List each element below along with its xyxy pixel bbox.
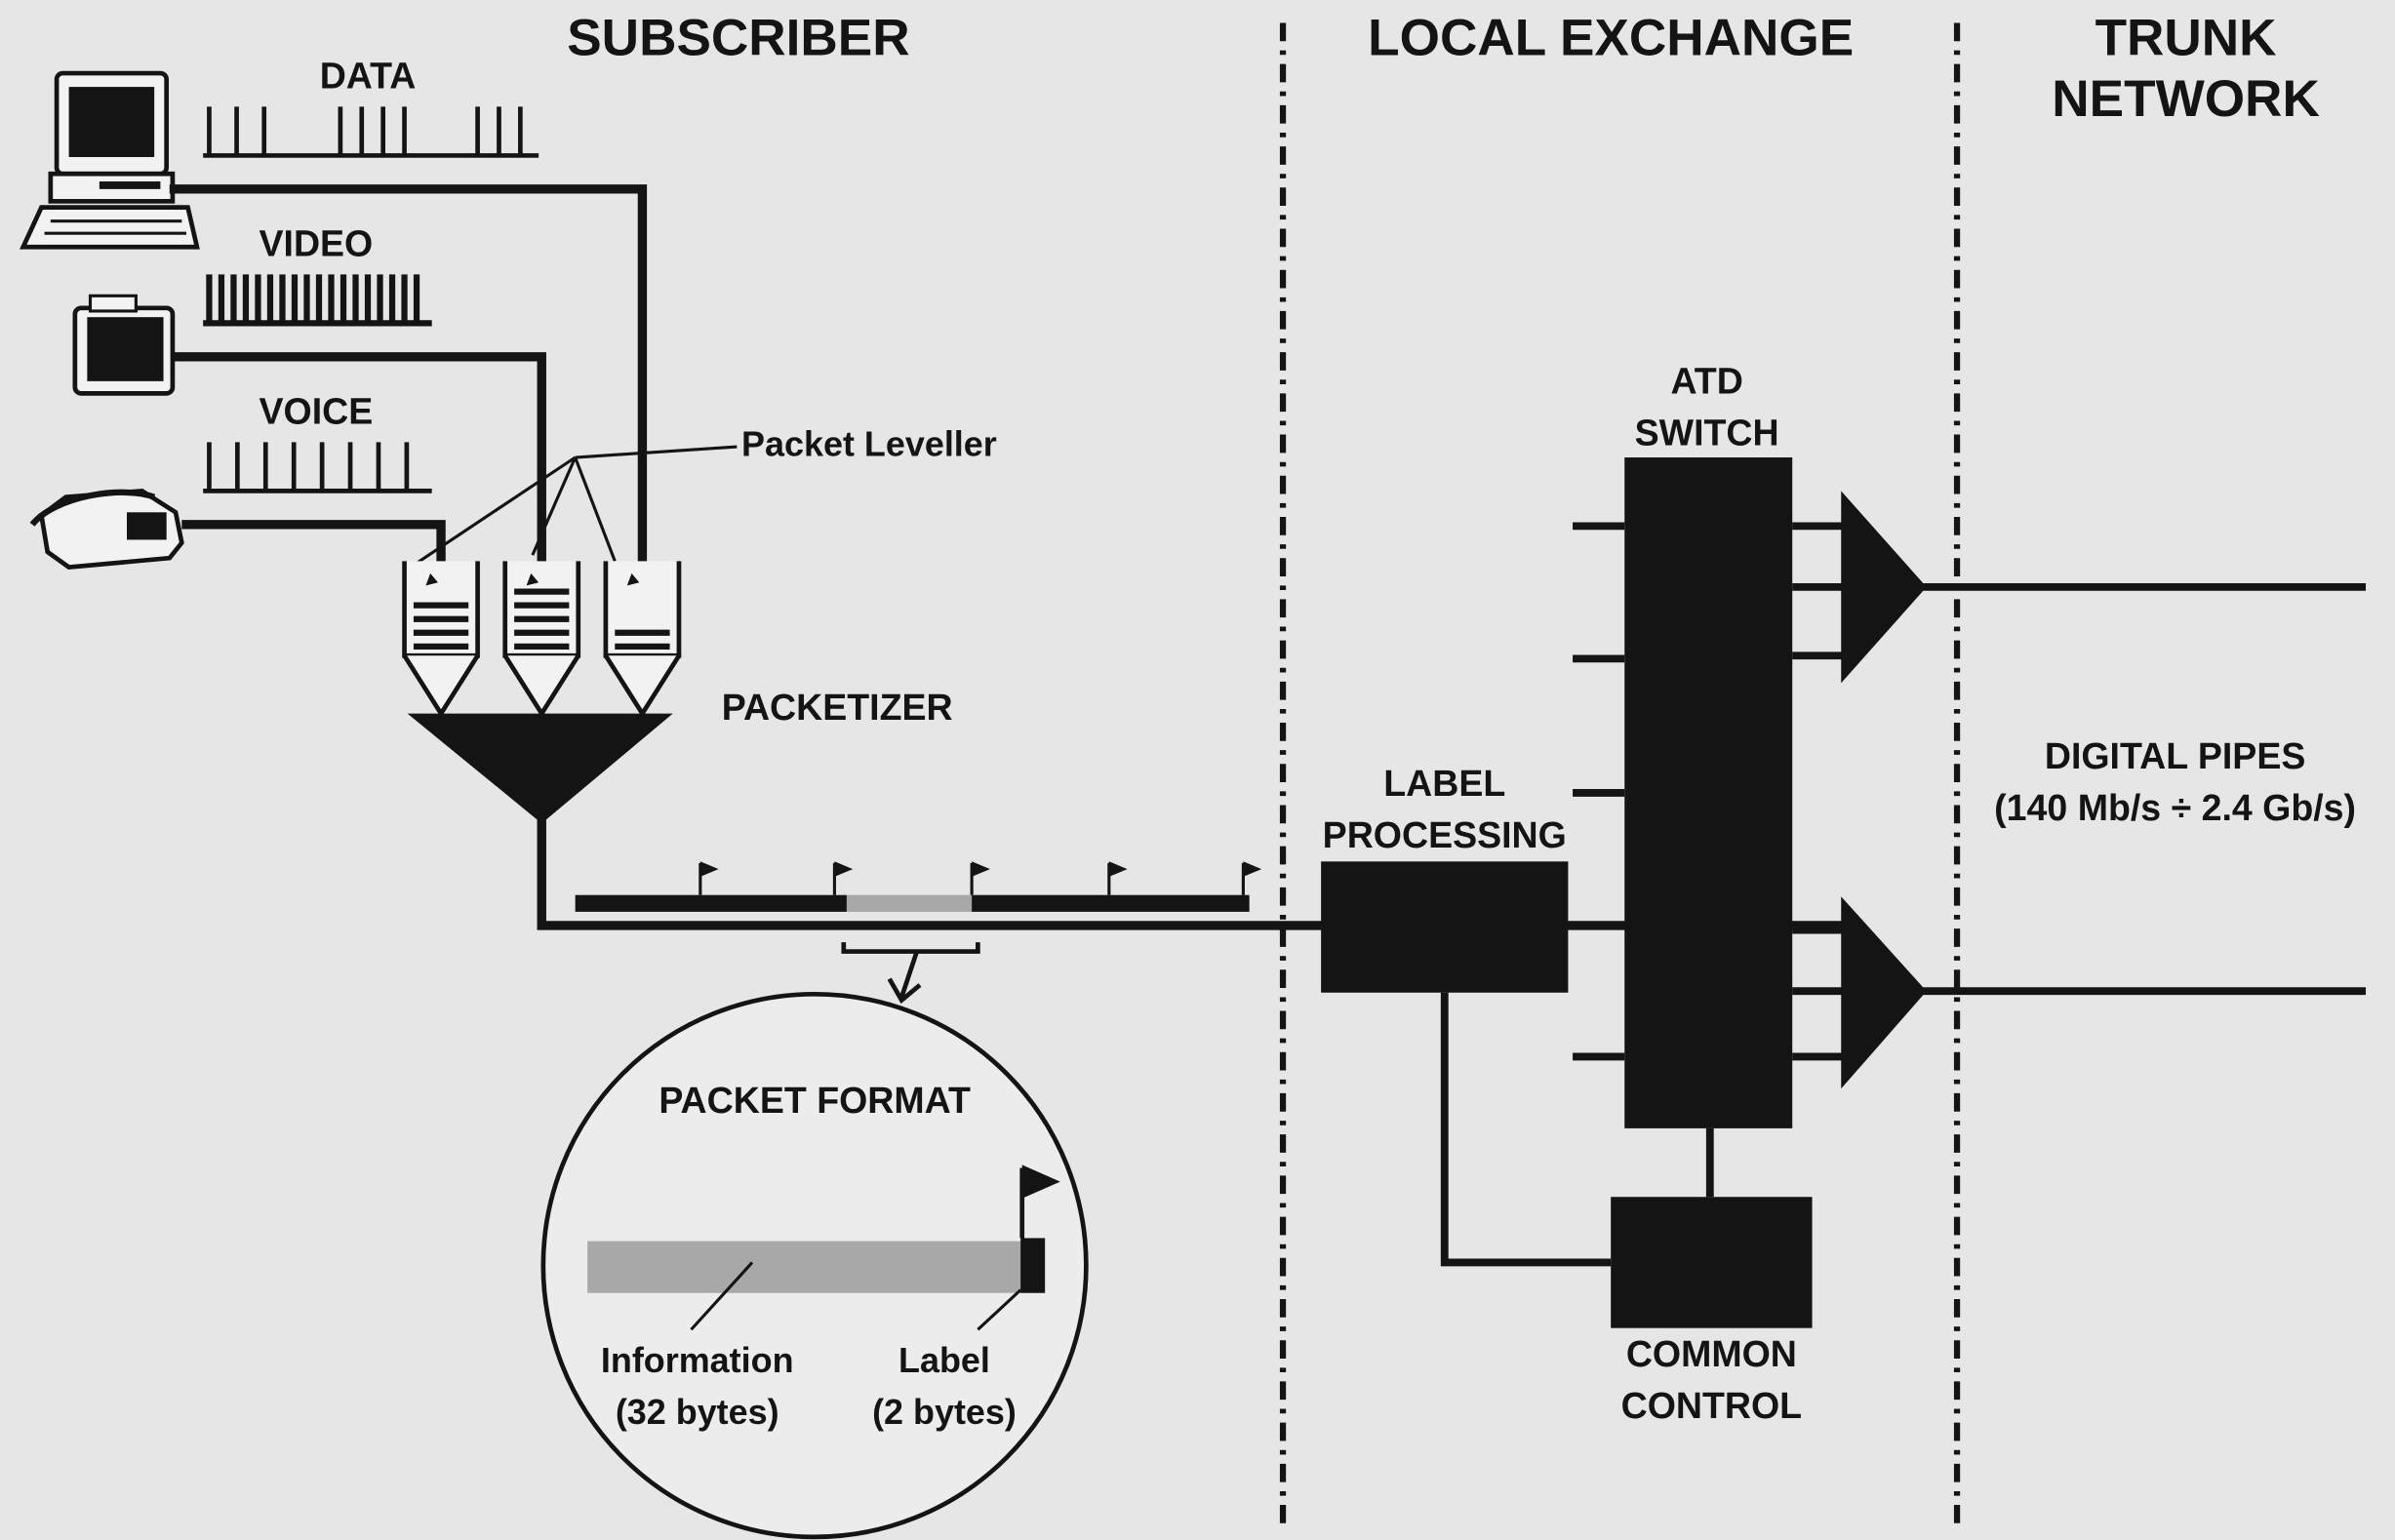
packet-leveller-pointers <box>409 445 738 569</box>
packet-flag-icon <box>1107 861 1128 895</box>
buffer <box>402 561 480 719</box>
switch-input-lines <box>1573 522 1625 1061</box>
switch-output-lines <box>1792 522 1851 1061</box>
video-line <box>172 352 546 568</box>
voice-waveform <box>203 442 432 494</box>
buffer-arrow <box>526 573 539 586</box>
header-trunk-line2: NETWORK <box>2052 70 2320 128</box>
header-local-exchange: LOCAL EXCHANGE <box>1368 9 1854 66</box>
packet-stream <box>575 894 1250 912</box>
video-waveform <box>203 274 432 327</box>
atd-switch-block <box>1624 457 1793 1128</box>
buffer-arrow <box>425 573 438 586</box>
buffer <box>502 561 581 719</box>
data-line <box>169 184 648 568</box>
information-size: (32 bytes) <box>616 1392 779 1432</box>
common-control-label-2: CONTROL <box>1621 1385 1802 1426</box>
voice-label: VOICE <box>259 391 373 432</box>
data-waveform <box>203 106 539 158</box>
information-label: Information <box>601 1340 794 1380</box>
packet-leveller-buffers <box>402 561 682 719</box>
multiplexer-lower <box>1841 896 1927 1089</box>
common-control-block <box>1611 1197 1813 1328</box>
packet-flag-icon <box>699 861 719 895</box>
data-label: DATA <box>320 56 417 97</box>
atd-switch-label-2: SWITCH <box>1635 413 1779 454</box>
computer-icon <box>20 70 200 250</box>
packetizer <box>407 713 673 824</box>
buffer-funnel <box>502 653 580 719</box>
packet-flags <box>699 861 1262 895</box>
zoom-bracket <box>841 942 980 1005</box>
digital-pipes-rate: (140 Mb/s ÷ 2.4 Gb/s) <box>1994 787 2356 828</box>
packetizer-label: PACKETIZER <box>722 687 953 728</box>
information-field <box>587 1241 1024 1293</box>
packet-leveller-label: Packet Leveller <box>741 423 997 463</box>
buffer <box>603 561 682 719</box>
packet-flag-icon <box>832 861 854 895</box>
buffer-wall <box>603 561 682 658</box>
flag-pennant <box>972 861 990 877</box>
multiplexer-upper <box>1841 491 1927 684</box>
video-terminal-icon <box>72 294 176 396</box>
label-flag-icon <box>1019 1165 1060 1239</box>
header-subscriber: SUBSCRIBER <box>567 9 909 66</box>
label-field <box>1020 1238 1046 1293</box>
flag-pennant <box>1108 861 1128 877</box>
label-processing-block <box>1321 861 1569 993</box>
source-connections <box>169 184 648 568</box>
label-to-control-line <box>1440 992 1612 1267</box>
video-label: VIDEO <box>259 223 373 264</box>
buffer-funnel <box>402 653 480 719</box>
digital-pipes-label: DIGITAL PIPES <box>2045 735 2306 776</box>
label-label: Label <box>898 1340 990 1380</box>
packet-flag-icon <box>970 861 990 895</box>
label-size: (2 bytes) <box>872 1392 1017 1432</box>
label-pointer <box>977 1288 1022 1331</box>
header-trunk-line1: TRUNK <box>2096 9 2277 66</box>
section-dividers <box>1279 22 1961 1533</box>
packet-flag-icon <box>1241 861 1262 895</box>
buffer-funnel <box>603 653 681 719</box>
flag-pennant <box>699 861 719 877</box>
flag-pennant <box>834 861 854 877</box>
common-control-label-1: COMMON <box>1626 1333 1797 1374</box>
label-processing-label-2: PROCESSING <box>1323 814 1567 855</box>
telephone-icon <box>29 489 184 570</box>
atd-switch-label-1: ATD <box>1671 360 1743 401</box>
voice-line <box>181 520 446 568</box>
buffer-arrow <box>626 573 640 586</box>
label-processing-label-1: LABEL <box>1383 763 1505 804</box>
information-pointer <box>690 1261 754 1331</box>
packet-format-title: PACKET FORMAT <box>659 1080 971 1121</box>
flag-pennant <box>1243 861 1262 877</box>
